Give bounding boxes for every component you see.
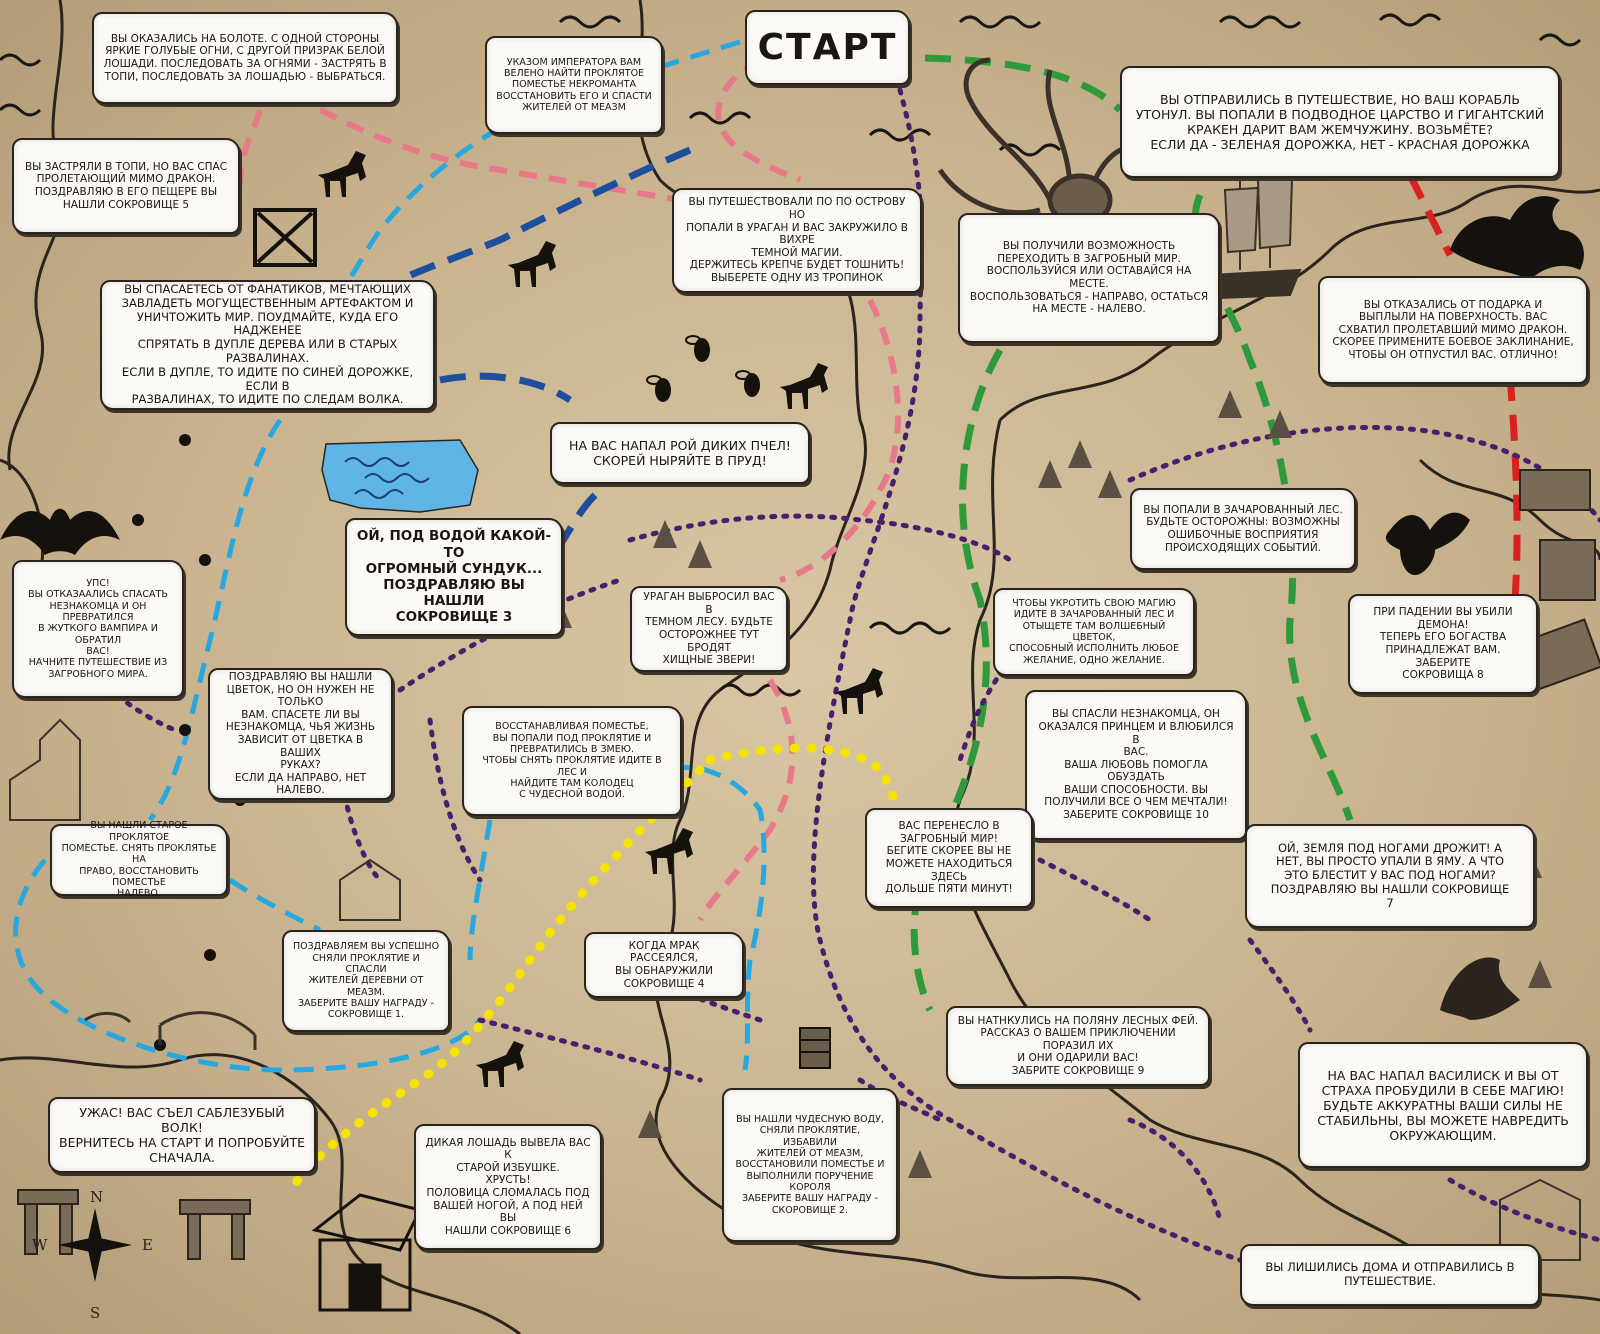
- card-bees[interactable]: На вас напал рой диких пчел! Скорей ныря…: [550, 422, 810, 484]
- dragon-icon: [1450, 196, 1584, 280]
- yellow-path: [285, 743, 900, 1195]
- card-text: Вы спасаетесь от фанатиков, мечтающих за…: [121, 281, 414, 407]
- card-island[interactable]: Вы путешествовали по по острову но попал…: [672, 188, 922, 293]
- card-refused[interactable]: Вы отказались от подарка и выплыли на по…: [1318, 276, 1588, 384]
- card-decree[interactable]: Указом императора вам велено найти прокл…: [485, 36, 663, 134]
- horse-icon: [476, 1041, 524, 1087]
- card-text: Ой, земля под ногами дрожит! А нет, вы п…: [1270, 840, 1510, 910]
- card-text: Указом императора вам велено найти прокл…: [496, 56, 652, 114]
- card-swamp[interactable]: Вы оказались на болоте. С одной стороны …: [92, 12, 398, 104]
- card-text: Поздравляю вы нашли цветок, но он нужен …: [225, 671, 376, 797]
- card-wolf[interactable]: Ужас! Вас съел саблезубый волк! Вернитес…: [48, 1097, 316, 1173]
- card-text: Вы получили возможность переходить в заг…: [969, 240, 1209, 316]
- hut-illustration: [311, 1193, 423, 1312]
- card-fanatics[interactable]: Вы спасаетесь от фанатиков, мечтающих за…: [100, 280, 435, 410]
- card-text: Вы натнкулись на поляну лесных фей. Расс…: [957, 1014, 1199, 1077]
- compass-west: W: [32, 1236, 48, 1254]
- card-text: На вас напал рой диких пчел! Скорей ныря…: [569, 438, 791, 468]
- card-text: Ой, под водой какой-то огромный сундук..…: [356, 528, 552, 626]
- card-vampire[interactable]: Упс! Вы отказаались спасать незнакомца и…: [12, 560, 184, 698]
- card-text: Вы нашли чудесную воду, сняли проклятие,…: [735, 1113, 885, 1216]
- card-shipwreck[interactable]: Вы отправились в путешествие, но ваш кор…: [1120, 66, 1560, 178]
- card-text: На вас напал василиск и вы от страха про…: [1317, 1067, 1569, 1143]
- start-label: Старт: [757, 26, 898, 68]
- basilisk-icon: [1440, 957, 1520, 1020]
- swamp-emblem: [253, 208, 317, 267]
- card-enchanted[interactable]: Вы попали в Зачарованный лес. Будьте ост…: [1130, 488, 1356, 570]
- bat-icon: [0, 508, 120, 555]
- card-text: Вы отказались от подарка и выплыли на по…: [1332, 298, 1574, 361]
- red-path: [1406, 173, 1521, 601]
- card-text: Вы попали в Зачарованный лес. Будьте ост…: [1143, 503, 1343, 554]
- card-text: Восстанавливая поместье, вы попали под п…: [482, 721, 662, 801]
- dolmen-illustration: [17, 1189, 251, 1260]
- card-demon[interactable]: При падении вы убили демона! Теперь его …: [1348, 594, 1538, 694]
- compass-north: N: [90, 1188, 104, 1206]
- card-water[interactable]: Вы нашли чудесную воду, сняли проклятие,…: [722, 1088, 898, 1242]
- card-text: Чтобы укротить свою магию идите в зачаро…: [1008, 597, 1180, 666]
- card-darkness[interactable]: Когда мрак рассеялся, вы обнаружили сокр…: [584, 932, 744, 998]
- horse-icon: [780, 363, 828, 409]
- bridge-illustration: [84, 1011, 257, 1050]
- horse-icon: [508, 241, 556, 287]
- card-pit[interactable]: Ой, земля под ногами дрожит! А нет, вы п…: [1245, 824, 1535, 928]
- card-text: Ужас! Вас съел саблезубый волк! Вернитес…: [59, 1105, 305, 1165]
- card-stuck[interactable]: Вы застряли в топи, но вас спас пролетаю…: [12, 138, 240, 234]
- card-afterlife[interactable]: Вы получили возможность переходить в заг…: [958, 213, 1220, 343]
- card-transported[interactable]: Вас перенесло в загробный мир! Бегите ск…: [865, 808, 1033, 908]
- card-text: Ураган выбросил вас в темном лесу. Будьт…: [643, 591, 775, 667]
- card-text: Вы оказались на болоте. С одной стороны …: [103, 32, 387, 83]
- card-text: Вы путешествовали по по острову но попал…: [686, 196, 908, 284]
- card-text: Упс! Вы отказаались спасать незнакомца и…: [28, 577, 168, 680]
- card-text: Вы спасли незнакомца, он оказался принце…: [1038, 708, 1234, 822]
- card-hurricane[interactable]: Ураган выбросил вас в темном лесу. Будьт…: [630, 586, 788, 672]
- card-text: Когда мрак рассеялся, вы обнаружили сокр…: [615, 939, 713, 990]
- castle-illustration: [9, 718, 1581, 1261]
- ruins-illustration: [1517, 469, 1600, 692]
- light-blue-path: [13, 39, 767, 1073]
- pink-path: [237, 57, 902, 922]
- horse-icon: [835, 668, 883, 714]
- card-text: Вы нашли старое проклятое поместье. Снят…: [61, 820, 217, 900]
- compass-east: E: [142, 1236, 153, 1254]
- card-prince[interactable]: Вы спасли незнакомца, он оказался принце…: [1025, 690, 1247, 840]
- start-box[interactable]: Старт: [745, 10, 910, 85]
- card-tame[interactable]: Чтобы укротить свою магию идите в зачаро…: [993, 588, 1195, 676]
- horse-icon: [318, 151, 366, 197]
- card-text: Вы лишились дома и отправились в путешес…: [1265, 1260, 1515, 1288]
- card-old-estate[interactable]: Вы нашли старое проклятое поместье. Снят…: [50, 820, 228, 899]
- card-homeless[interactable]: Вы лишились дома и отправились в путешес…: [1240, 1244, 1540, 1306]
- card-fairies[interactable]: Вы натнкулись на поляну лесных фей. Расс…: [946, 1006, 1210, 1086]
- compass-rose: [58, 1208, 132, 1282]
- card-text: Поздравляем вы успешно сняли проклятие и…: [292, 941, 440, 1021]
- card-lifted[interactable]: Поздравляем вы успешно сняли проклятие и…: [282, 930, 450, 1032]
- card-chest[interactable]: Ой, под водой какой-то огромный сундук..…: [345, 518, 563, 636]
- card-horse[interactable]: Дикая лошадь вывела вас к старой избушке…: [414, 1124, 602, 1250]
- kraken-illustration: [937, 57, 1152, 227]
- well-illustration: [799, 1027, 831, 1069]
- compass-south: S: [90, 1304, 101, 1322]
- wave-ornaments: [0, 13, 1582, 697]
- ship-illustration: [1208, 170, 1302, 300]
- card-text: Дикая лошадь вывела вас к старой избушке…: [425, 1136, 591, 1237]
- card-text: Вас перенесло в загробный мир! Бегите ск…: [885, 820, 1013, 896]
- pond-waves: [344, 457, 430, 499]
- card-basilisk[interactable]: На вас напал василиск и вы от страха про…: [1298, 1042, 1588, 1168]
- card-flower[interactable]: Поздравляю вы нашли цветок, но он нужен …: [208, 668, 393, 800]
- horse-icon: [645, 828, 693, 874]
- bee-icon: [646, 335, 760, 402]
- card-snake[interactable]: Восстанавливая поместье, вы попали под п…: [462, 706, 682, 816]
- demon-icon: [1385, 512, 1470, 575]
- card-text: Вы отправились в путешествие, но ваш кор…: [1135, 92, 1545, 152]
- card-text: Вы застряли в топи, но вас спас пролетаю…: [24, 160, 228, 211]
- card-text: При падении вы убили демона! Теперь его …: [1373, 606, 1513, 682]
